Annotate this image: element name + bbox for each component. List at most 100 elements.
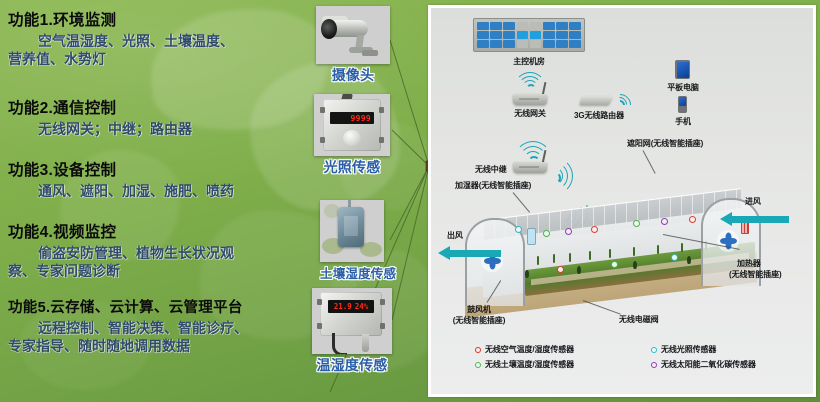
function-body: 远程控制、智能决策、智能诊疗、 专家指导、随时随地调用数据 [8,319,308,356]
light-sensor-reading: 9999 [350,113,371,123]
plant-marker [633,261,637,269]
legend-dot-purple-icon [651,361,657,368]
plant-marker [687,256,691,264]
temp-humidity-probe [362,334,369,352]
legend-label: 无线土壤温度/湿度传感器 [485,360,575,369]
crop-row-item [633,247,635,256]
function-title: 功能1.环境监测 [8,12,117,29]
soil-sensor-label [344,216,358,236]
function-block-2: 功能2.通信控制 无线网关；中继；路由器 [8,100,308,138]
sensor-tab [317,323,322,329]
crop-row-item [657,245,659,254]
rack-unit [556,22,568,30]
air-out-arrow [438,246,501,260]
rack-unit [529,22,542,30]
crop-row-item [553,254,555,263]
light-sensor-tab [320,137,325,143]
map-silhouette-shape [20,300,150,390]
rack-unit [542,31,555,39]
light-sensor-image: 9999 [314,94,390,156]
greenhouse-structure [465,188,761,318]
temperature-reading: 21.9 [333,302,352,311]
crop-row-item [681,243,683,252]
rack-unit [569,31,581,39]
function-title: 功能3.设备控制 [8,162,117,179]
tablet-device [675,60,690,79]
light-sensor-tab [379,107,384,113]
temp-humidity-enclosure: 21.9 24% [317,292,385,336]
crop-row-item [589,251,591,260]
rack-unit [556,40,568,48]
label-phone: 手机 [675,117,691,126]
rack-unit [556,31,568,39]
temp-humidity-display: 21.9 24% [328,300,374,313]
legend-dot-red-icon [475,346,481,353]
label-solenoid-valve: 无线电磁阀 [619,315,659,324]
legend-dot-cyan-icon [651,346,657,353]
crop-row-item [569,253,571,262]
sensor-tab [317,299,322,305]
device-caption-light-sensor: 光照传感 [323,159,381,175]
sensor-dot-co2 [565,228,572,235]
legend-item-light-sensor: 无线光照传感器 [651,344,716,355]
legend-label: 无线太阳能二氧化碳传感器 [661,360,756,369]
rack-unit [529,31,542,39]
device-caption-soil-sensor: 土壤湿度传感 [320,267,397,281]
wifi-icon [514,70,546,90]
wifi-icon [514,138,552,162]
sensor-dot-light [515,226,522,233]
function-body-line: 空气温湿度、光照、土壤温度、 [38,32,234,49]
sensor-dot-air [591,226,598,233]
rack-unit [516,40,529,48]
function-title: 功能2.通信控制 [8,100,117,117]
rack-unit [569,40,581,48]
rack-unit [503,40,516,48]
function-body-line: 远程控制、智能决策、智能诊疗、 [38,319,248,336]
rack-unit [529,40,542,48]
sensor-tab [380,323,385,329]
sensor-dot-light [671,254,678,261]
label-shade-net: 遮阳网(无线智能插座) [627,139,704,148]
legend-dot-green-icon [475,361,481,368]
functions-text-column: 功能1.环境监测 空气温湿度、光照、土壤温度、 营养值、水势灯 功能2.通信控制… [0,0,312,402]
function-block-4: 功能4.视频监控 偷盗安防管理、植物生长状况观 察、专家问题诊断 [8,224,308,281]
label-heater-line1: 加热器 [737,259,761,268]
function-body: 无线网关；中继；路由器 [8,120,308,138]
rack-unit [503,31,516,39]
heater-device [741,220,749,234]
legend-row: 无线空气温度/湿度传感器 无线光照传感器 [475,344,795,355]
sensor-dot-air [557,266,564,273]
control-room-server-rack [473,18,585,52]
rack-unit [542,40,555,48]
camera-hood [322,16,348,23]
sensor-dot-air [689,216,696,223]
label-humidifier: 加湿器(无线智能插座) [455,181,532,190]
temp-humidity-cable [332,333,347,354]
wifi-icon [604,89,637,121]
camera-lens [321,19,337,39]
humidity-reading: 24% [354,302,369,311]
sensor-tab [380,299,385,305]
sensor-dot-soil [611,261,618,268]
soil-sensor-body [338,207,364,247]
rack-unit [477,31,489,39]
map-silhouette-shape [60,150,180,260]
legend-item-air-sensor: 无线空气温度/湿度传感器 [475,344,651,355]
legend-label: 无线空气温度/湿度传感器 [485,345,575,354]
rack-unit [569,22,581,30]
light-sensor-knob [343,130,361,146]
function-body-line: 察、专家问题诊断 [8,263,120,280]
diagram-canvas: 主控机房 无线网关 3G无线路由器 平板电脑 [431,8,813,394]
camera-image [316,6,390,64]
function-body-line: 营养值、水势灯 [8,51,106,68]
greenhouse-diagram-panel: 主控机房 无线网关 3G无线路由器 平板电脑 [428,5,816,397]
label-wireless-relay: 无线中继 [475,165,507,174]
function-body: 偷盗安防管理、植物生长状况观 察、专家问题诊断 [8,244,308,281]
plant-marker [525,270,529,278]
legend-item-soil-sensor: 无线土壤温度/湿度传感器 [475,359,651,370]
function-body-line: 通风、遮阳、加湿、施肥、喷药 [38,182,234,199]
temp-humidity-sensor-image: 21.9 24% [312,288,392,354]
light-sensor-enclosure: 9999 [320,99,384,151]
function-body-line: 偷盗安防管理、植物生长状况观 [38,244,234,261]
